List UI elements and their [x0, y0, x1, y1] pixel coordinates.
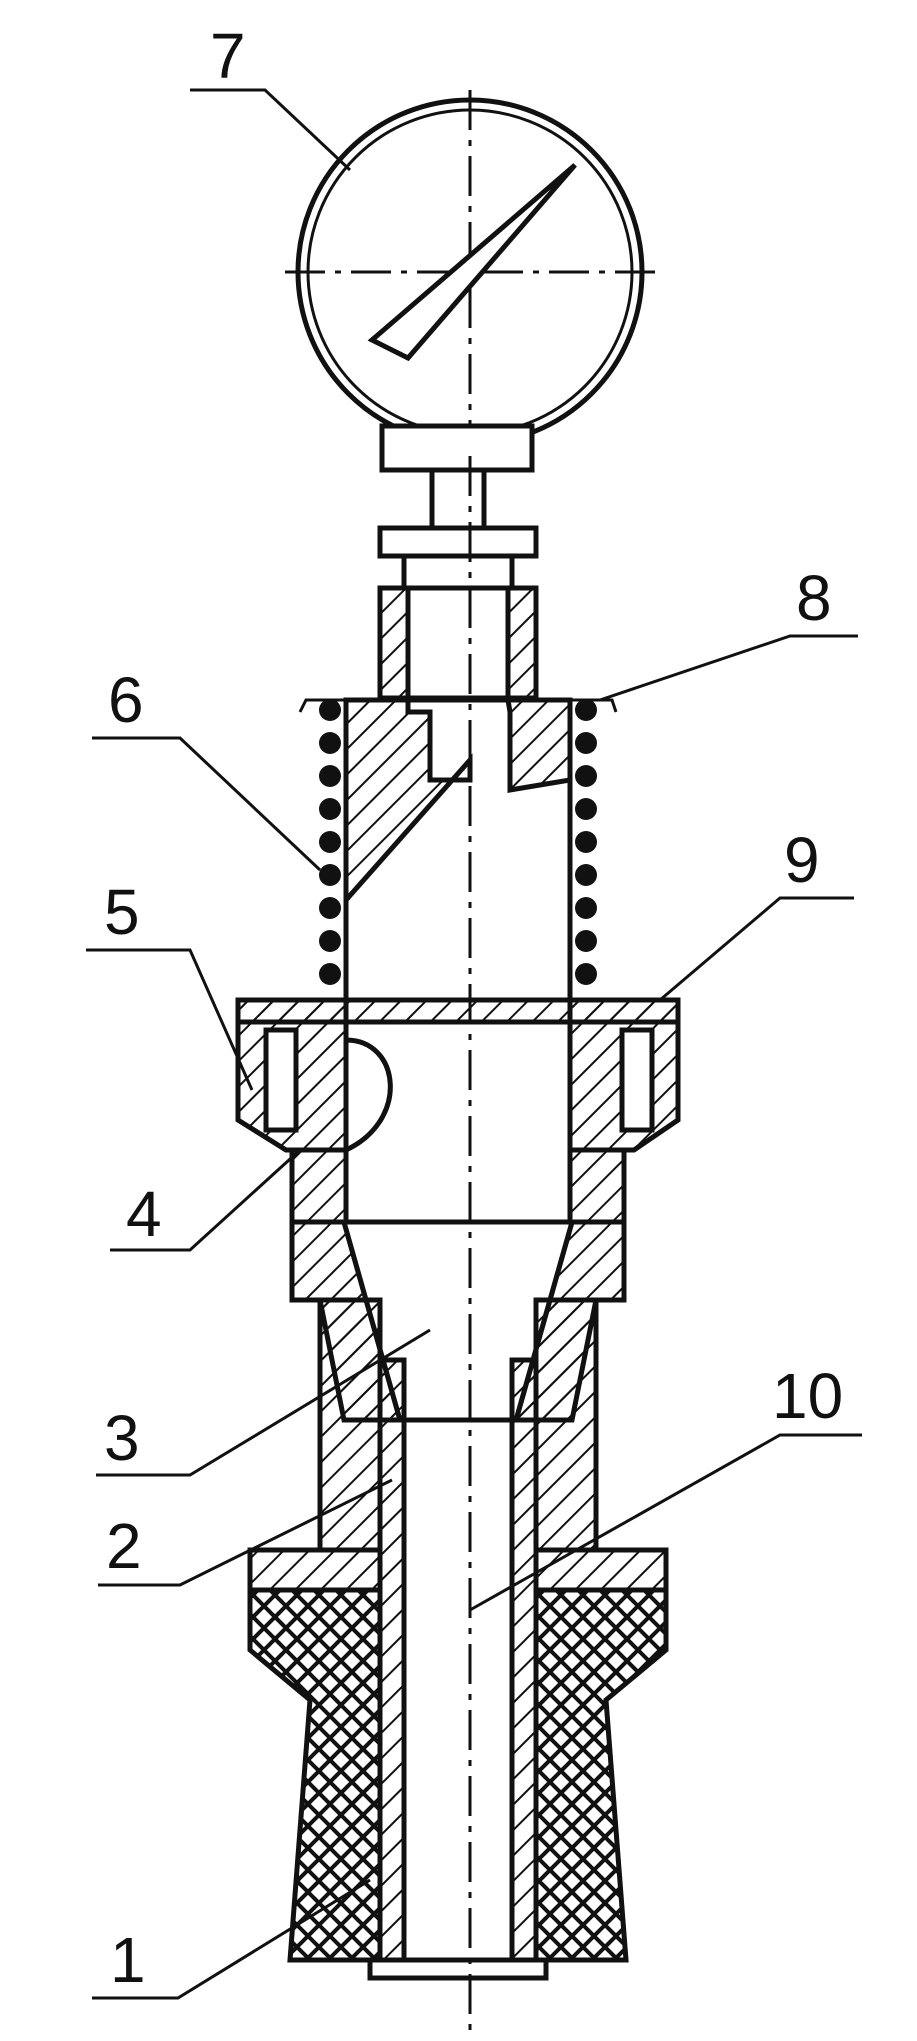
leader-7: [190, 88, 352, 172]
plug-left: [247, 1587, 383, 1963]
gauge-stem-collar: [379, 423, 535, 473]
tube-wall-left: [377, 1357, 407, 1963]
plug-bottom-cap: [367, 1957, 549, 1981]
leader-10: [469, 1433, 862, 1612]
leader-3: [96, 1328, 431, 1477]
connector-taper-right: [505, 697, 573, 793]
plug-right: [533, 1587, 669, 1963]
leader-6: [92, 736, 322, 872]
collar-ball-seat: [344, 1037, 393, 1153]
part-label-8: 8: [796, 562, 832, 634]
flange-left: [247, 1547, 383, 1593]
gauge-stem: [377, 423, 539, 591]
flange-right: [533, 1547, 669, 1593]
tube-wall-right: [509, 1357, 539, 1963]
lower-body: [289, 1147, 627, 1553]
upper-connector: [343, 585, 573, 1003]
clamp-collar: [235, 997, 681, 1225]
part-label-3: 3: [104, 1402, 140, 1474]
part-label-7: 7: [210, 20, 246, 92]
rubber-plug: [247, 1547, 669, 1981]
leader-9: [659, 896, 854, 1002]
connector-bore: [405, 585, 511, 701]
connector-taper-left: [343, 697, 473, 907]
gauge-stem-neck: [429, 467, 487, 531]
part-label-9: 9: [784, 824, 820, 896]
pressure-gauge: [285, 90, 662, 456]
connector-wall-right: [505, 585, 539, 701]
spring-left: [298, 698, 346, 985]
leader-5: [86, 948, 254, 1091]
part-label-5: 5: [104, 876, 140, 948]
gauge-needle: [367, 163, 577, 362]
body-shank-right: [533, 1297, 599, 1553]
gauge-nut-flange: [377, 525, 539, 559]
part-label-6: 6: [108, 664, 144, 736]
collar-right-pin: [619, 1027, 655, 1133]
leader-1: [92, 1878, 371, 2000]
spring-right: [570, 698, 618, 985]
part-label-2: 2: [106, 1510, 142, 1582]
collar-left-pin: [263, 1027, 299, 1133]
leader-8: [599, 634, 858, 702]
inner-tube: [377, 1357, 539, 1963]
part-label-4: 4: [126, 1178, 162, 1250]
tube-bore: [401, 1417, 515, 1963]
part-label-10: 10: [772, 1360, 843, 1432]
part-label-1: 1: [110, 1924, 146, 1996]
leader-2: [98, 1478, 393, 1587]
connector-wall-left: [377, 585, 411, 701]
leader-4: [110, 1148, 302, 1252]
leader-lines: [86, 88, 862, 2000]
gauge-nut-body: [401, 553, 515, 591]
part-labels: 7 8 6 9 5 4 3 2 10 1: [104, 20, 843, 1996]
